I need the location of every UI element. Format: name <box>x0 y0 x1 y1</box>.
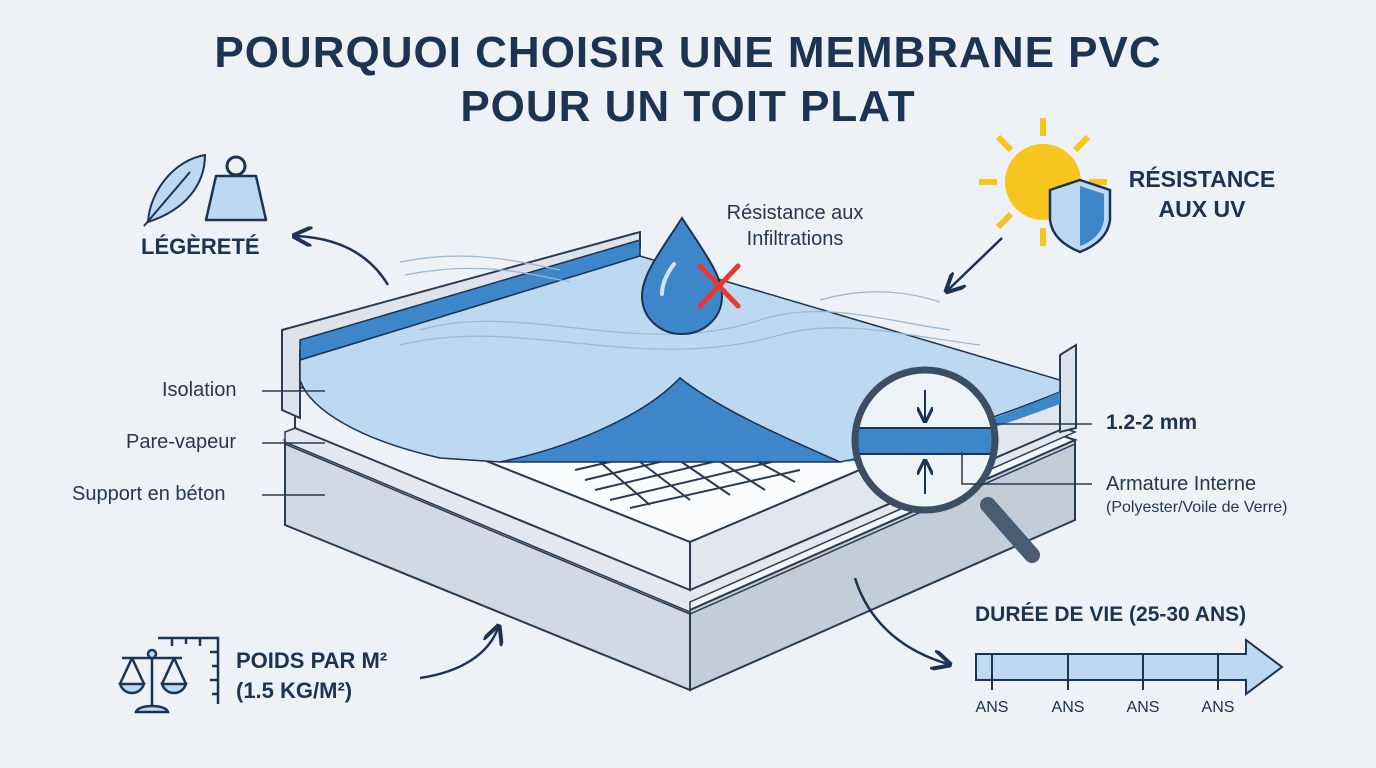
thickness-label: 1.2-2 mm <box>1106 411 1198 434</box>
title-line-1: POURQUOI CHOISIR UNE MEMBRANE PVC <box>214 28 1162 77</box>
vapor-barrier-label: Pare-vapeur <box>126 431 237 453</box>
weight-label: POIDS PAR M² (1.5 KG/M²) <box>236 646 387 706</box>
infiltration-label-line-2: Infiltrations <box>746 228 844 250</box>
lifespan-timeline <box>975 638 1284 696</box>
magnifier-icon <box>851 366 1040 563</box>
cross-icon <box>697 263 741 309</box>
lightness-label: LÉGÈRETÉ <box>141 234 260 259</box>
shield-icon <box>1048 178 1112 254</box>
feather-icon <box>143 153 207 227</box>
uv-label-line-1: RÉSISTANCE <box>1128 166 1276 192</box>
timeline-tick-label: ANS <box>1051 699 1085 716</box>
reinforcement-label-line-2: (Polyester/Voile de Verre) <box>1106 499 1288 516</box>
lifespan-label: DURÉE DE VIE (25-30 ANS) <box>975 603 1247 626</box>
concrete-label: Support en béton <box>72 483 226 505</box>
uv-resistance-label: RÉSISTANCE AUX UV <box>1120 164 1284 224</box>
lifespan-arrow <box>853 577 948 664</box>
title-line-2: POUR UN TOIT PLAT <box>460 82 916 131</box>
weight-icon <box>204 155 268 222</box>
timeline-tick-label: ANS <box>975 699 1009 716</box>
scale-icon <box>118 636 220 714</box>
timeline-tick-label: ANS <box>1126 699 1160 716</box>
timeline-tick-label: ANS <box>1201 699 1235 716</box>
uv-arrow <box>948 237 1003 290</box>
insulation-label: Isolation <box>162 379 237 401</box>
reinforcement-label: Armature Interne (Polyester/Voile de Ver… <box>1106 473 1287 517</box>
lightness-arrow <box>296 236 390 286</box>
reinforcement-label-line-1: Armature Interne <box>1106 473 1257 495</box>
page-title: POURQUOI CHOISIR UNE MEMBRANE PVC POUR U… <box>0 26 1376 134</box>
weight-label-line-1: POIDS PAR M² <box>236 648 388 673</box>
weight-arrow <box>419 628 498 680</box>
reinforcement-leader <box>961 452 1092 485</box>
infiltration-label-line-1: Résistance aux <box>726 202 864 224</box>
infiltration-label: Résistance aux Infiltrations <box>700 200 890 252</box>
uv-label-line-2: AUX UV <box>1158 196 1246 222</box>
weight-label-line-2: (1.5 KG/M²) <box>236 678 353 703</box>
